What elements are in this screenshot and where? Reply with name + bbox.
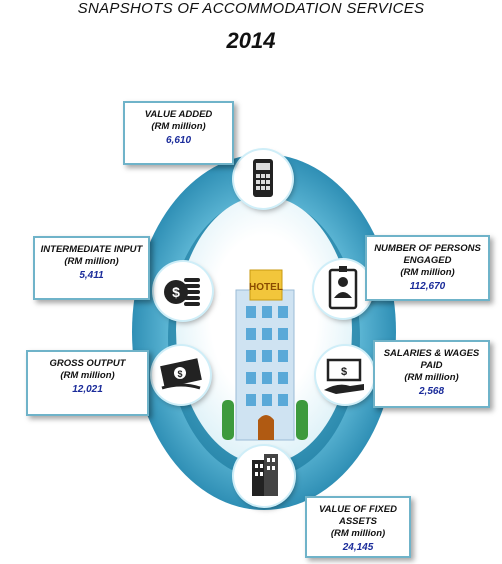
persons-engaged-label-1: NUMBER OF PERSONS: [374, 243, 481, 254]
salaries-label-1: SALARIES & WAGES: [383, 348, 480, 359]
svg-text:$: $: [172, 284, 180, 300]
gross-output-unit: (RM million): [60, 370, 115, 381]
svg-text:$: $: [177, 369, 182, 379]
salaries-unit: (RM million): [404, 372, 459, 383]
salaries-label-2: PAID: [420, 360, 443, 371]
banknote-icon: $: [152, 346, 210, 404]
persons-engaged-value: 112,670: [409, 281, 446, 292]
cash-hand-icon: $: [316, 346, 374, 404]
persons-engaged-box: NUMBER OF PERSONS ENGAGED (RM million) 1…: [365, 235, 490, 301]
persons-engaged-unit: (RM million): [400, 267, 455, 278]
fixed-assets-value: 24,145: [342, 542, 374, 553]
fixed-assets-unit: (RM million): [330, 528, 386, 539]
value-added-box: VALUE ADDED (RM million) 6,610: [123, 101, 234, 165]
intermediate-input-value: 5,411: [79, 270, 104, 281]
salaries-box: SALARIES & WAGES PAID (RM million) 2,568: [373, 340, 490, 408]
year-heading: 2014: [226, 28, 276, 53]
hotel-sign: HOTEL: [249, 282, 283, 293]
svg-text:$: $: [341, 366, 347, 378]
calculator-icon: [234, 150, 292, 208]
id-badge-icon: [314, 260, 372, 318]
salaries-value: 2,568: [418, 386, 445, 397]
persons-engaged-label-2: ENGAGED: [403, 255, 452, 266]
fixed-assets-label-2: ASSETS: [338, 516, 377, 527]
page-title: SNAPSHOTS OF ACCOMMODATION SERVICES: [77, 0, 425, 17]
intermediate-input-box: INTERMEDIATE INPUT (RM million) 5,411: [33, 236, 150, 300]
intermediate-input-unit: (RM million): [64, 256, 119, 267]
building-icon: [234, 446, 294, 506]
hotel-illustration: HOTEL: [222, 269, 308, 441]
intermediate-input-label: INTERMEDIATE INPUT: [40, 244, 143, 255]
gross-output-value: 12,021: [72, 384, 103, 395]
value-added-unit: (RM million): [151, 121, 206, 132]
coin-stack-icon: $: [154, 262, 212, 320]
fixed-assets-box: VALUE OF FIXED ASSETS (RM million) 24,14…: [305, 496, 411, 558]
fixed-assets-label-1: VALUE OF FIXED: [319, 504, 397, 515]
value-added-value: 6,610: [165, 135, 192, 146]
gross-output-box: GROSS OUTPUT (RM million) 12,021: [26, 350, 149, 416]
value-added-label: VALUE ADDED: [144, 109, 213, 120]
gross-output-label: GROSS OUTPUT: [49, 358, 126, 369]
